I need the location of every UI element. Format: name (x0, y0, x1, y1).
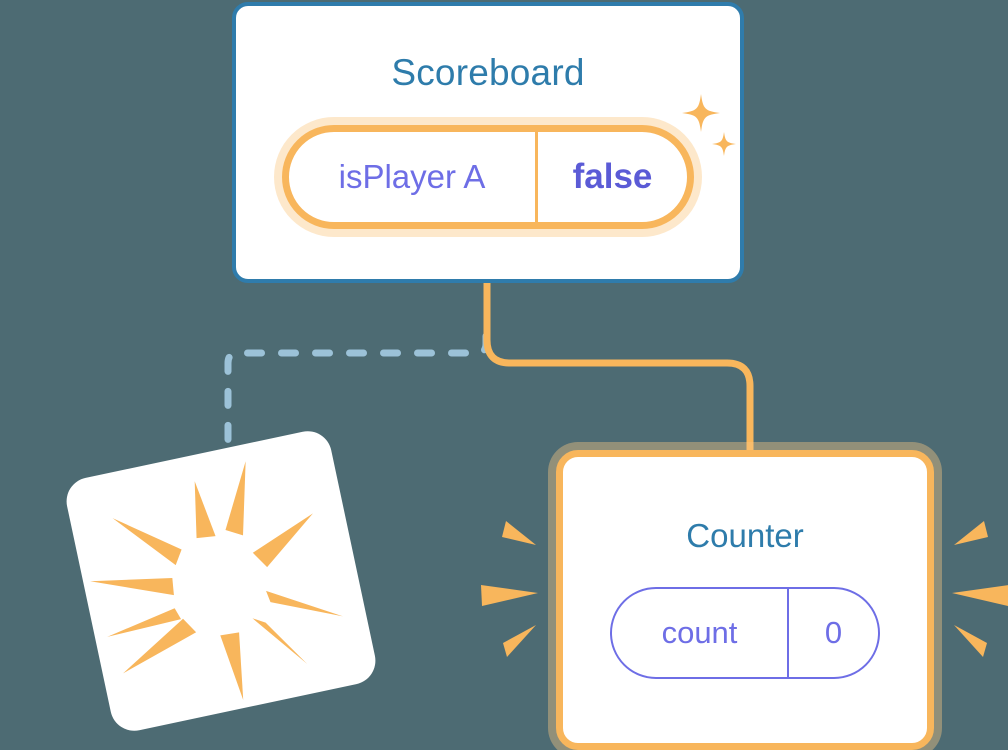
counter-state-row[interactable]: count 0 (610, 587, 880, 679)
scoreboard-state-row-wrapper: isPlayer A false (282, 125, 694, 229)
scoreboard-state-row[interactable]: isPlayer A false (282, 125, 694, 229)
burst-ray-nw-icon (112, 518, 182, 566)
sparkle-star-large-icon (682, 94, 720, 132)
scoreboard-state-value: false (572, 157, 653, 196)
sparkle-star-small-icon (712, 132, 736, 156)
burst-ray-se-icon (252, 618, 308, 664)
scoreboard-state-key: isPlayer A (338, 158, 486, 195)
scoreboard-card[interactable]: Scoreboard isPlayer A false (232, 2, 744, 283)
counter-ray-left-middle-icon (481, 585, 538, 606)
blank-card[interactable] (62, 426, 380, 736)
counter-ray-group-left (481, 521, 538, 657)
burst-ray-group (90, 461, 344, 700)
counter-card[interactable]: Counter count 0 (556, 450, 934, 750)
scoreboard-state-value-cell: false (535, 132, 687, 222)
counter-state-value-cell: 0 (787, 589, 878, 677)
burst-ray-sw-icon (123, 618, 197, 674)
counter-ray-left-top-icon (502, 521, 536, 545)
counter-ray-group-right (952, 521, 1008, 657)
burst-ray-n-icon (194, 481, 216, 539)
counter-state-value: 0 (824, 615, 843, 650)
counter-ray-left-bottom-icon (503, 625, 536, 657)
scoreboard-state-key-cell: isPlayer A (289, 132, 535, 222)
scoreboard-title: Scoreboard (391, 52, 585, 93)
burst-ray-s-icon (220, 632, 244, 700)
counter-state-key-cell: count (612, 589, 787, 677)
burst-ray-ne-icon (225, 461, 246, 536)
counter-ray-right-top-icon (954, 521, 988, 545)
burst-ray-w-icon (90, 578, 174, 596)
counter-ray-right-middle-icon (952, 585, 1008, 606)
sparkle-group (682, 94, 736, 156)
counter-state-key: count (661, 615, 738, 650)
burst-ray-e-icon (252, 513, 313, 568)
counter-ray-right-bottom-icon (954, 625, 987, 657)
burst-ray-ese-icon (266, 590, 344, 617)
counter-title: Counter (686, 517, 804, 554)
burst-ray-wsw-icon (107, 608, 182, 637)
connector-scoreboard-to-counter (483, 283, 754, 457)
